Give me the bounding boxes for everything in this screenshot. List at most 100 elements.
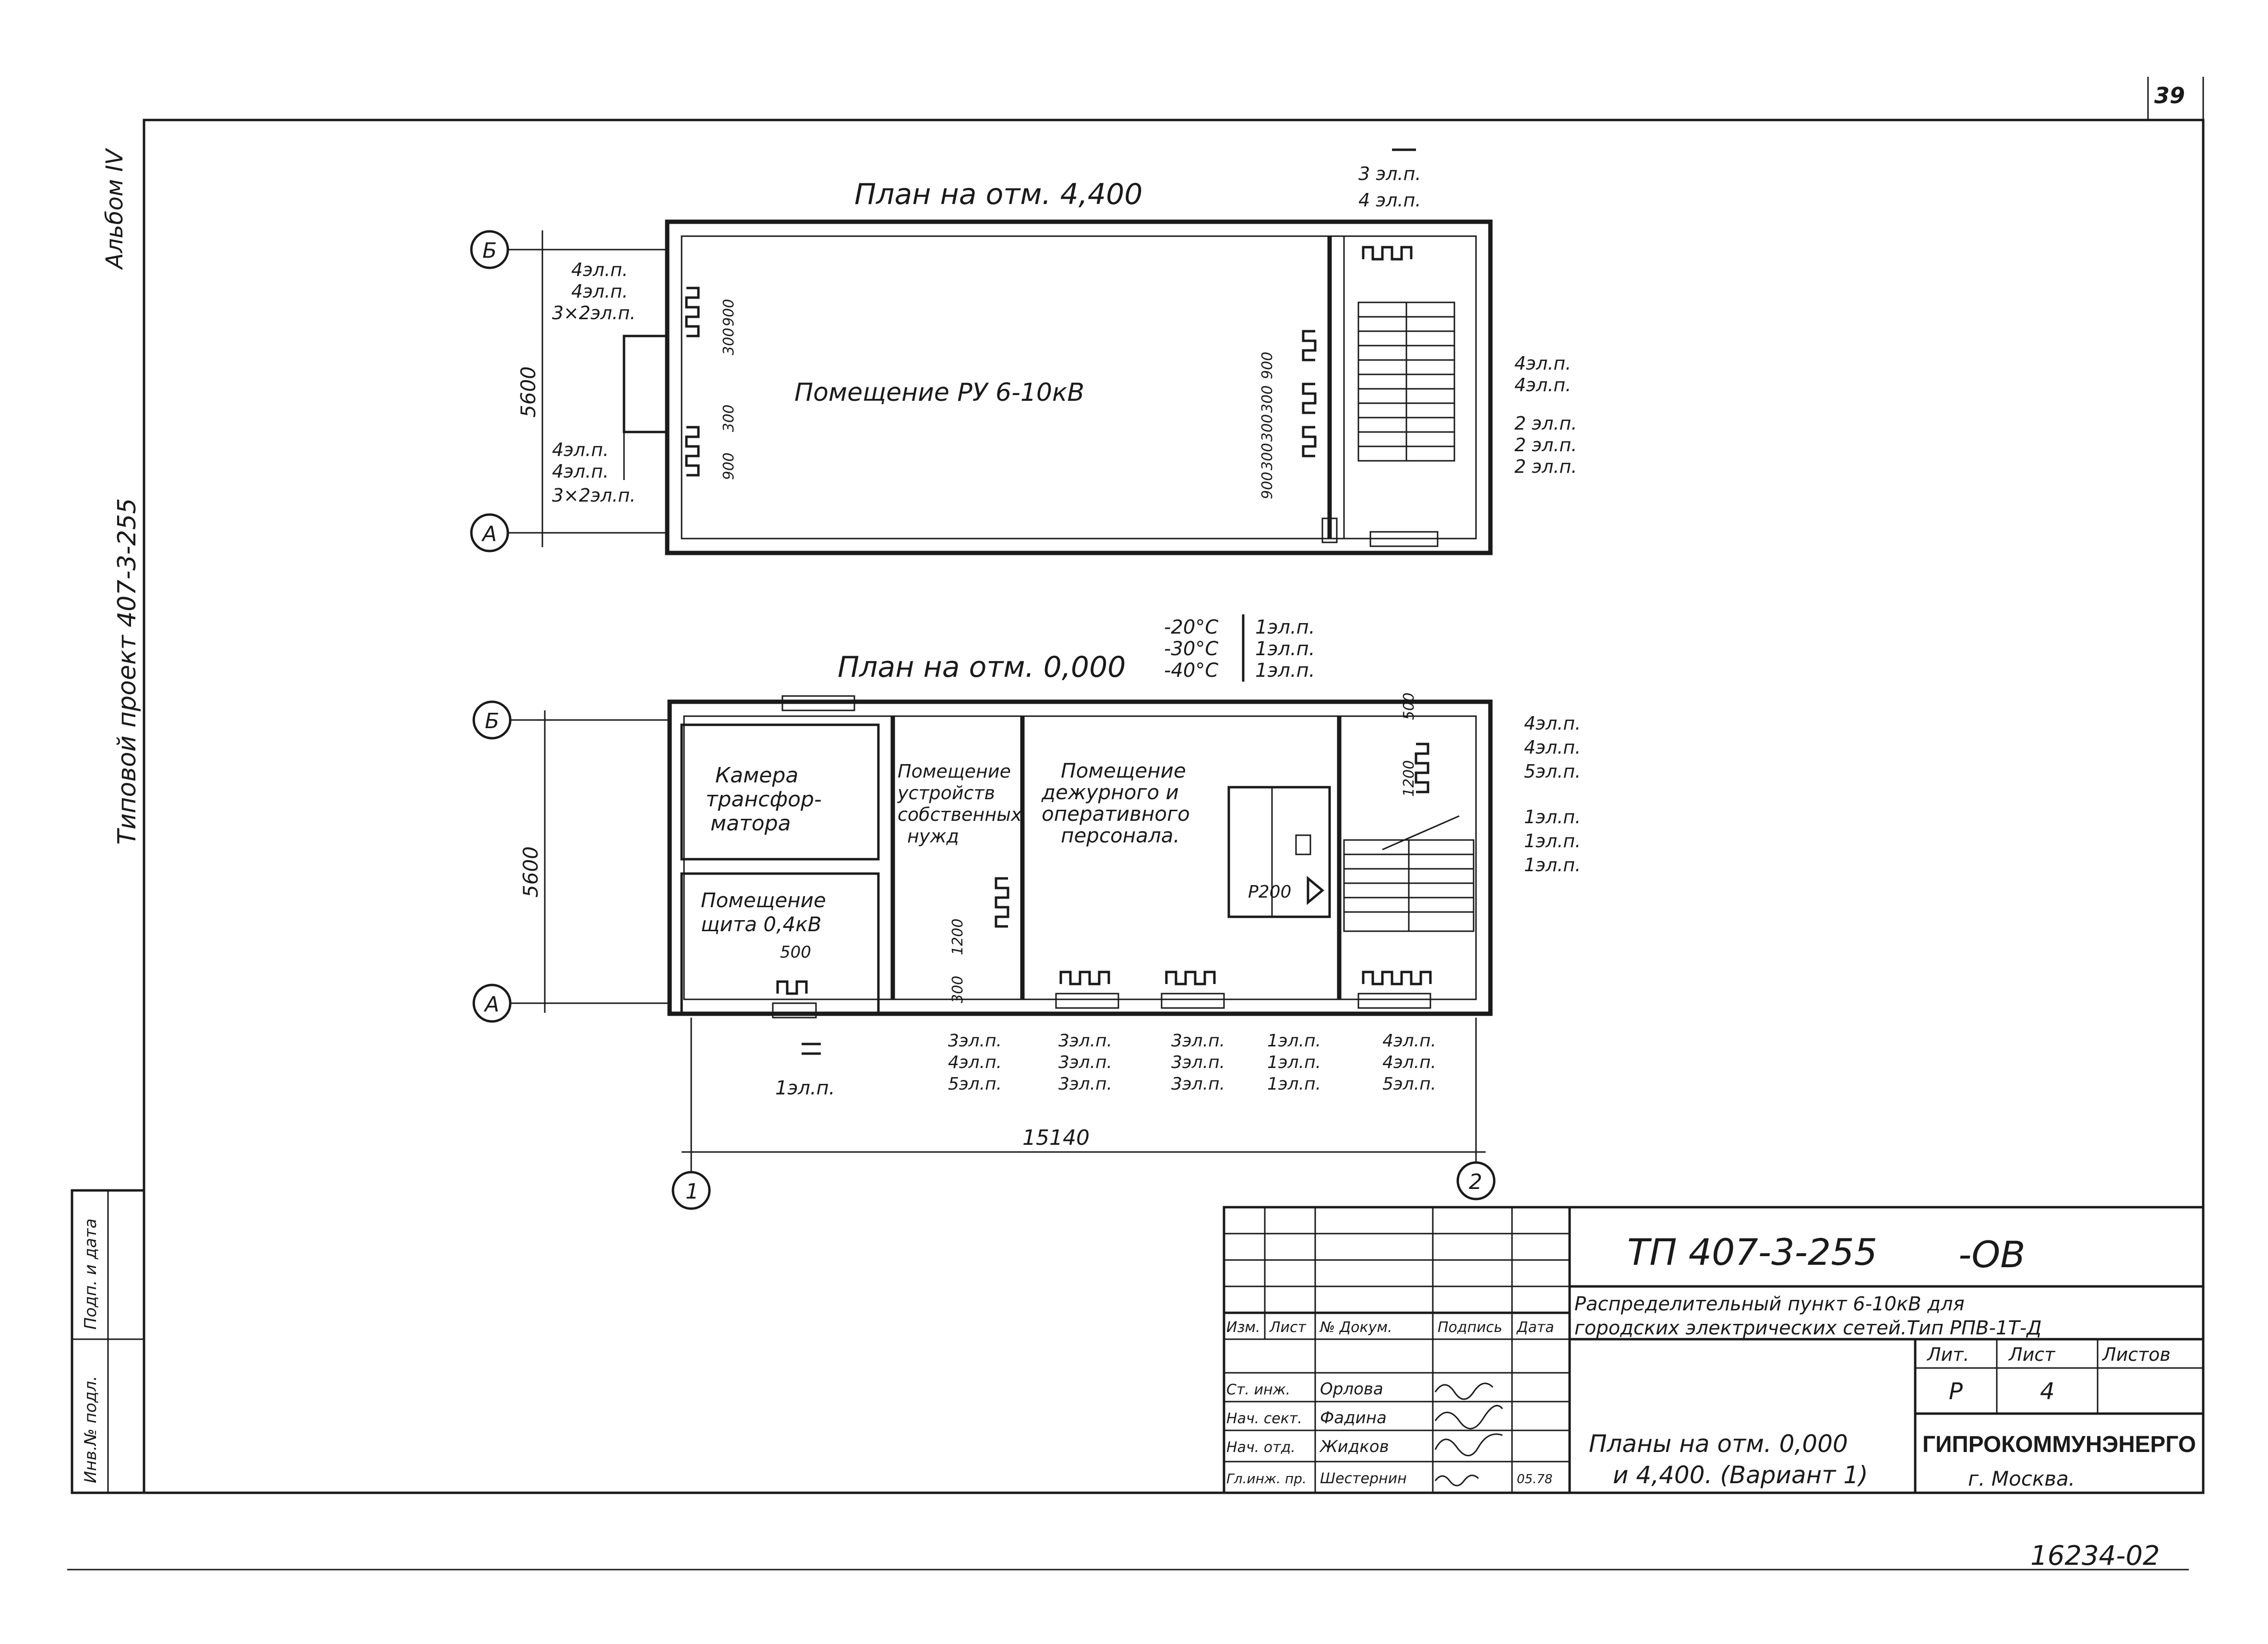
temp-note-2: 1эл.п.: [1255, 638, 1315, 660]
dim-left-2: 300: [720, 328, 737, 355]
room-own-1: Помещение: [898, 761, 1011, 782]
plan-top: План на отм. 4,400: [470, 148, 1577, 555]
signer-role-4: Гл.инж. пр.: [1226, 1471, 1307, 1487]
radiator-top-5: [1302, 383, 1317, 414]
nbr-u-3: 5эл.п.: [1524, 761, 1581, 782]
signer-role-2: Нач. сект.: [1226, 1410, 1302, 1427]
tb-suffix: -ОВ: [1958, 1233, 2025, 1276]
tb-sheets-label: Листов: [2101, 1344, 2171, 1365]
nbr-l-1: 1эл.п.: [1524, 806, 1581, 828]
note-lu-2: 4эл.п.: [571, 281, 628, 302]
signer-role-1: Ст. инж.: [1226, 1381, 1290, 1398]
dim-1200-right: 1200: [1401, 760, 1417, 797]
note-ll-3: 3×2эл.п.: [552, 485, 636, 506]
nb-0-2: 5эл.п.: [948, 1074, 1002, 1094]
signer-name-4: Шестернин: [1320, 1470, 1407, 1487]
tb-sheet-title-1: Планы на отм. 0,000: [1589, 1430, 1848, 1458]
axis-1: 1: [685, 1179, 699, 1204]
nb-1-0: 3эл.п.: [1058, 1031, 1112, 1051]
dim-height-top: 5600: [516, 366, 540, 418]
dim-right-3: 300: [1259, 414, 1276, 442]
note-lu-3: 3×2эл.п.: [552, 302, 636, 324]
tb-city: г. Москва.: [1968, 1467, 2075, 1490]
radiator-top-6: [1302, 426, 1317, 457]
room-switch-2: щита 0,4кВ: [701, 912, 821, 936]
signer-name-3: Жидков: [1319, 1437, 1389, 1456]
dim-right-5: 900: [1259, 472, 1276, 499]
nb-0-0: 3эл.п.: [948, 1031, 1002, 1051]
dim-right-4: 300: [1259, 443, 1276, 470]
col-doc: № Докум.: [1319, 1319, 1392, 1336]
col-sign: Подпись: [1438, 1319, 1502, 1336]
dim-300-left: 300: [949, 976, 966, 1003]
nb-2-1: 3эл.п.: [1171, 1053, 1225, 1072]
note-rl-3: 2 эл.п.: [1514, 456, 1577, 477]
nbr-u-2: 4эл.п.: [1524, 737, 1581, 758]
room-own-4: нужд: [907, 826, 959, 847]
stair-top: [1357, 301, 1455, 462]
radiator-b-5: [1362, 971, 1432, 985]
temp-1: -20°C: [1164, 616, 1218, 638]
note-top-2: 4 эл.п.: [1358, 190, 1421, 211]
signature-2: [1434, 1404, 1503, 1429]
axis-a-bottom: А: [483, 992, 499, 1017]
tb-company: ГИПРОКОММУНЭНЕРГО: [1922, 1432, 2196, 1457]
plan-bottom: План на отм. 0,000 -20°C -30°C -40°C 1эл…: [472, 614, 1581, 1210]
col-date: Дата: [1516, 1319, 1554, 1336]
project-note: Типовой проект 407-3-255: [113, 498, 142, 845]
tb-sheet-value: 4: [2040, 1378, 2055, 1405]
temp-3: -40°C: [1164, 660, 1218, 682]
note-ll-2: 4эл.п.: [552, 461, 609, 482]
radiator-b-1: [1415, 743, 1429, 793]
temp-2: -30°C: [1164, 638, 1218, 660]
radiator-b-4: [1165, 971, 1216, 985]
nbr-u-1: 4эл.п.: [1524, 713, 1581, 734]
inv-label: Инв.№ подл.: [81, 1376, 100, 1483]
dim-left-1: 900: [720, 299, 737, 326]
axis-a-top: А: [481, 522, 497, 546]
room-ru: Помещение РУ 6-10кВ: [794, 378, 1084, 407]
signer-name-2: Фадина: [1320, 1408, 1387, 1428]
note-lu-1: 4эл.п.: [571, 259, 628, 280]
note-ru-1: 4эл.п.: [1514, 353, 1571, 374]
nb-4-2: 5эл.п.: [1382, 1074, 1436, 1094]
note-rl-2: 2 эл.п.: [1514, 434, 1577, 456]
nb-2-0: 3эл.п.: [1171, 1031, 1225, 1051]
room-own-3: собственных: [898, 804, 1022, 825]
side-stamp: Инв.№ подл. Подп. и дата: [71, 1189, 145, 1494]
tb-sheet-label: Лист: [2008, 1344, 2056, 1365]
temp-note-3: 1эл.п.: [1255, 660, 1315, 682]
tb-sheet-title-2: и 4,400. (Вариант 1): [1613, 1461, 1868, 1489]
room-staff-2: дежурного и: [1041, 780, 1179, 804]
signature-3: [1434, 1433, 1503, 1456]
note-bottom-single: 1эл.п.: [775, 1077, 835, 1099]
radiator-top-3: [685, 426, 700, 477]
tb-desc-2: городских электрических сетей.Тип РПВ-1Т…: [1574, 1317, 2041, 1339]
note-top-1: 3 эл.п.: [1358, 163, 1421, 184]
sign-label: Подп. и дата: [81, 1218, 100, 1330]
axis-2: 2: [1469, 1170, 1482, 1194]
radiator-b-6: [776, 980, 808, 995]
temp-note-1: 1эл.п.: [1255, 616, 1315, 638]
title-block: Изм. Лист № Докум. Подпись Дата Ст. инж.…: [1223, 1206, 2205, 1494]
dim-500-right: 500: [1401, 693, 1417, 720]
nb-3-2: 1эл.п.: [1267, 1074, 1321, 1094]
dim-height-bottom: 5600: [519, 846, 542, 898]
radiator-b-3: [1059, 971, 1110, 985]
tb-code: ТП 407-3-255: [1627, 1231, 1877, 1273]
axis-b-top: Б: [482, 239, 497, 263]
nb-3-1: 1эл.п.: [1267, 1053, 1321, 1072]
signer-role-3: Нач. отд.: [1226, 1439, 1296, 1456]
nb-2-2: 3эл.п.: [1171, 1074, 1225, 1094]
radiator-b-2: [995, 877, 1009, 928]
sheet-number-top: 39: [2154, 83, 2185, 108]
nb-4-1: 4эл.п.: [1382, 1053, 1436, 1072]
nb-1-2: 3эл.п.: [1058, 1074, 1112, 1094]
col-list: Лист: [1269, 1319, 1307, 1336]
dim-1200-left: 1200: [949, 919, 966, 955]
room-transformer-3: матора: [710, 811, 791, 836]
dim-right-1: 900: [1259, 352, 1276, 379]
nbr-l-3: 1эл.п.: [1524, 854, 1581, 876]
axis-b-bottom: Б: [485, 709, 499, 733]
